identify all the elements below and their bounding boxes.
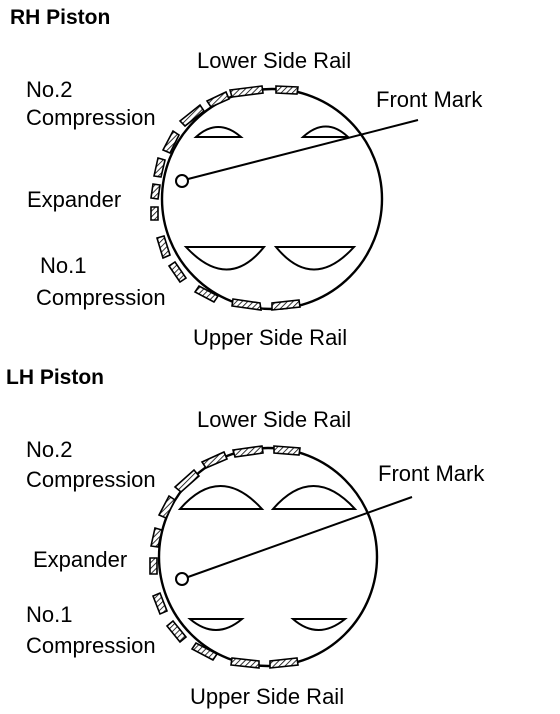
rh-no2-label-line2: Compression [26, 105, 156, 130]
rh-no2-compression-seg-b [178, 103, 206, 128]
lh-lower-side-rail-gap-left [231, 445, 264, 458]
rh-valve-recess-lower-right [273, 246, 357, 271]
rh-lower-side-rail-gap-right [275, 85, 299, 95]
rh-piston-title: RH Piston [10, 6, 110, 29]
lh-no2-label-line1: No.2 [26, 437, 72, 462]
rh-no1-compression-seg-b [167, 260, 188, 284]
lh-piston-crown [157, 446, 379, 668]
lh-no1-compression-seg-b [165, 619, 188, 644]
lh-no2-compression-seg-a [200, 450, 229, 469]
rh-front-mark-dot [175, 174, 189, 188]
lh-valve-recess-lower-right [290, 618, 348, 631]
lh-valve-recess-lower-left [187, 618, 245, 631]
lh-expander-label: Expander [33, 547, 127, 572]
lh-front-mark-label: Front Mark [378, 461, 485, 486]
lh-front-mark-leader [187, 496, 413, 578]
rh-piston-crown [160, 87, 384, 311]
rh-no1-label-line2: Compression [36, 285, 166, 310]
lh-expander-seg-lower [149, 557, 158, 575]
lh-no2-compression-seg-c [157, 494, 177, 520]
rh-expander-seg-lower [150, 206, 159, 221]
rh-no2-compression-seg-a [205, 90, 231, 109]
rh-no2-label-line1: No.2 [26, 77, 72, 102]
lh-front-mark-dot [175, 572, 189, 586]
rh-no2-compression-seg-c [161, 129, 181, 155]
lh-valve-recess-upper-right [270, 485, 358, 510]
rh-valve-recess-upper-right [300, 125, 351, 138]
lh-lower-side-rail-gap-right [273, 445, 301, 456]
rh-front-mark-label: Front Mark [376, 87, 483, 112]
lh-upper-side-rail-gap-left [230, 657, 260, 669]
rh-no1-label-line1: No.1 [40, 253, 86, 278]
rh-piston-section: RH Piston Lower Side Rail No.2 Compressi… [10, 6, 483, 350]
rh-valve-recess-lower-left [183, 246, 267, 271]
lh-valve-recess-upper-left [177, 485, 265, 510]
rh-front-mark-leader [187, 119, 419, 180]
lh-no1-compression-seg-a [151, 591, 169, 616]
lh-no1-label-line2: Compression [26, 633, 156, 658]
lh-no2-label-line2: Compression [26, 467, 156, 492]
lh-no2-compression-seg-b [173, 468, 201, 494]
rh-expander-seg-mid [150, 183, 161, 200]
rh-expander-seg-upper [153, 156, 166, 178]
rh-expander-label: Expander [27, 187, 121, 212]
rh-lower-side-rail-gap-left [228, 85, 264, 98]
lh-upper-side-rail-gap-right [269, 657, 299, 669]
lh-upper-side-rail-label: Upper Side Rail [190, 684, 344, 709]
lh-no1-label-line1: No.1 [26, 602, 72, 627]
rh-valve-recess-upper-left [193, 126, 244, 138]
rh-upper-side-rail-label: Upper Side Rail [193, 325, 347, 350]
rh-upper-side-rail-gap-left [231, 298, 262, 311]
rh-no1-compression-seg-c [193, 284, 220, 304]
rh-lower-side-rail-label: Lower Side Rail [197, 48, 351, 73]
rh-upper-side-rail-gap-right [271, 299, 301, 311]
lh-expander-seg-upper [150, 526, 163, 548]
lh-piston-section: LH Piston Lower Side Rail No.2 Compressi… [6, 366, 485, 709]
lh-no1-compression-seg-c [190, 641, 219, 662]
lh-piston-title: LH Piston [6, 366, 104, 389]
rh-no1-compression-seg-a [156, 235, 171, 260]
lh-lower-side-rail-label: Lower Side Rail [197, 407, 351, 432]
